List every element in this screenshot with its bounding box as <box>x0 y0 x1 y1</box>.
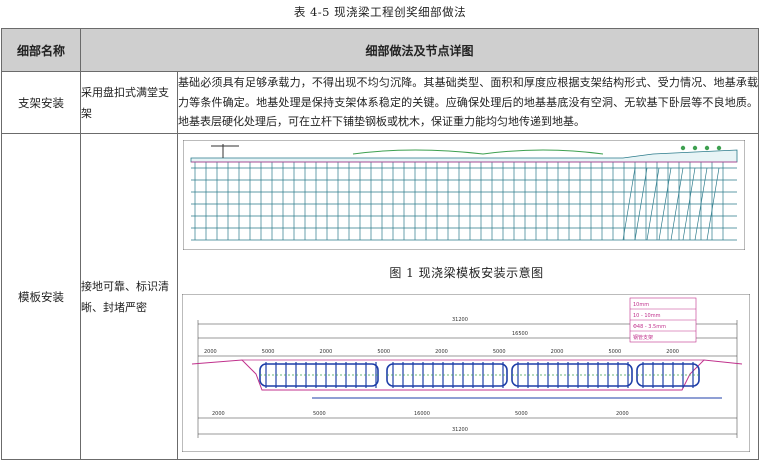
dim-row-label: 5000 <box>493 349 506 355</box>
row-desc-support: 基础必须具有足够承载力，不得出现不均匀沉降。其基础类型、面积和厚度应根据支架结构… <box>176 71 760 134</box>
dim-row-label: 2000 <box>551 349 564 355</box>
note-1: 10mm <box>633 302 649 308</box>
row-name-formwork: 模板安装 <box>1 133 81 460</box>
dim-bottom-label: 5000 <box>515 411 528 417</box>
dim-bottom-label: 16000 <box>414 411 430 417</box>
row-brief-formwork: 接地可靠、标识清晰、封堵严密 <box>80 133 178 460</box>
note-2: 10 - 10mm <box>633 313 661 319</box>
dim-bottom-label: 2000 <box>212 411 225 417</box>
dim-row-label: 5000 <box>377 349 390 355</box>
table-caption: 表 4-5 现浇梁工程创奖细部做法 <box>293 5 467 19</box>
legend-notes: 10mm 10 - 10mm Φ48 - 3.5mm 钢管支架 <box>629 297 697 343</box>
table-header-row: 细部名称 细部做法及节点详图 <box>1 28 760 72</box>
dim-row-label: 2000 <box>666 349 679 355</box>
figure-1-title: 图 1 现浇梁模板安装示意图 <box>389 266 544 280</box>
note-4: 钢管支架 <box>633 334 653 341</box>
table-row: 模板安装 接地可靠、标识清晰、封堵严密 图 1 现浇梁模板安装示意图 <box>1 133 760 460</box>
row-name-support: 支架安装 <box>1 71 81 134</box>
dim-total-top: 31200 <box>452 317 468 323</box>
scaffold-elevation-figure <box>183 140 745 250</box>
dim-row-label: 5000 <box>608 349 621 355</box>
dim-row-label: 2000 <box>204 349 217 355</box>
header-detail-method: 细部做法及节点详图 <box>79 28 760 72</box>
dim-row-label: 2000 <box>435 349 448 355</box>
table-row: 支架安装 采用盘扣式满堂支架 基础必须具有足够承载力，不得出现不均匀沉降。其基础… <box>1 71 760 134</box>
dim-row-label: 2000 <box>320 349 333 355</box>
dim-bottom-label: 5000 <box>313 411 326 417</box>
dim-total-bottom: 31200 <box>452 427 468 433</box>
dim-top-span: 16500 <box>512 331 528 337</box>
row-brief-support: 采用盘扣式满堂支架 <box>80 71 178 134</box>
dim-bottom-label: 2000 <box>616 411 629 417</box>
note-3: Φ48 - 3.5mm <box>633 324 666 330</box>
box-girder-section-figure: 31200 16500 31200 2000 5000 2000 5000 2000 50… <box>182 294 750 452</box>
dim-row-label: 5000 <box>262 349 275 355</box>
header-detail-name: 细部名称 <box>1 28 81 72</box>
detail-table: 细部名称 细部做法及节点详图 支架安装 采用盘扣式满堂支架 基础必须具有足够承载… <box>1 28 760 460</box>
